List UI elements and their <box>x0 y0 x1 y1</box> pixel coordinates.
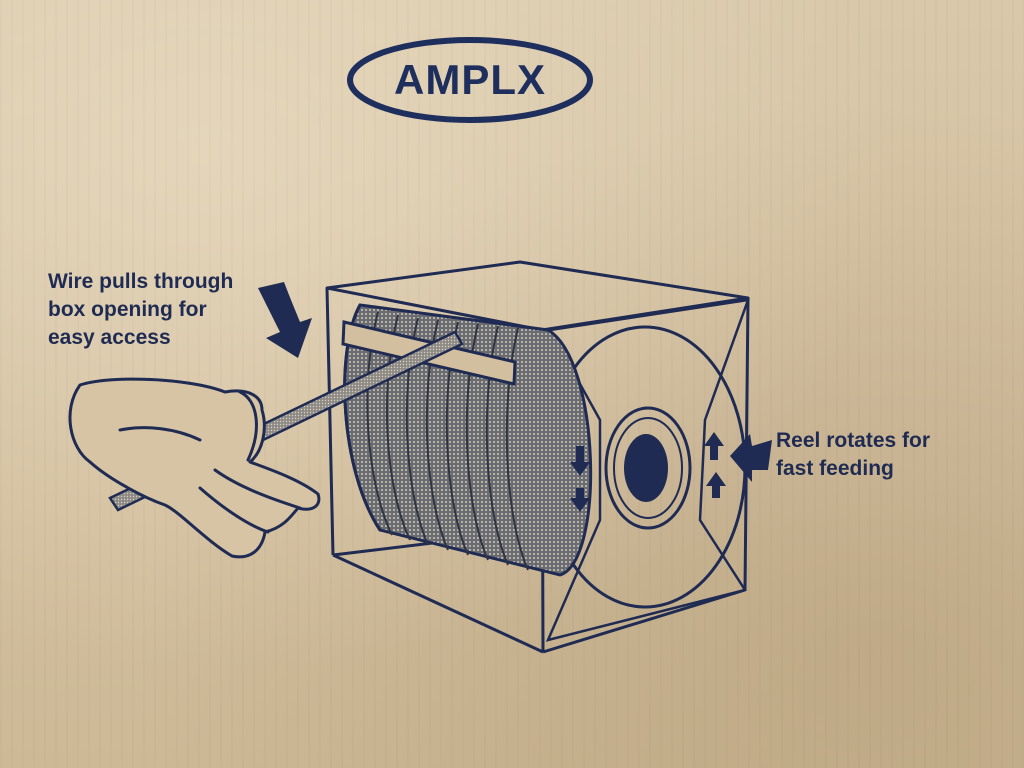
brand-name: AMPLX <box>394 56 546 103</box>
reel-rotate-caption: Reel rotates for fast feeding <box>776 427 930 483</box>
wire-pull-caption: Wire pulls through box opening for easy … <box>48 268 233 352</box>
brand-logo: AMPLX <box>345 36 595 124</box>
wire-pull-line-2: box opening for <box>48 298 207 321</box>
reel-rotate-line-1: Reel rotates for <box>776 429 931 452</box>
left-arrow-icon <box>730 434 772 482</box>
wire-pull-line-1: Wire pulls through <box>48 270 234 293</box>
down-arrow-icon <box>258 282 312 358</box>
wire-pull-line-3: easy access <box>48 326 171 349</box>
reel-hub <box>604 406 692 530</box>
rotation-arrow-icon <box>570 432 726 512</box>
logo-oval <box>347 37 593 123</box>
reel-rotate-line-2: fast feeding <box>776 457 894 480</box>
hand-illustration <box>68 377 321 559</box>
